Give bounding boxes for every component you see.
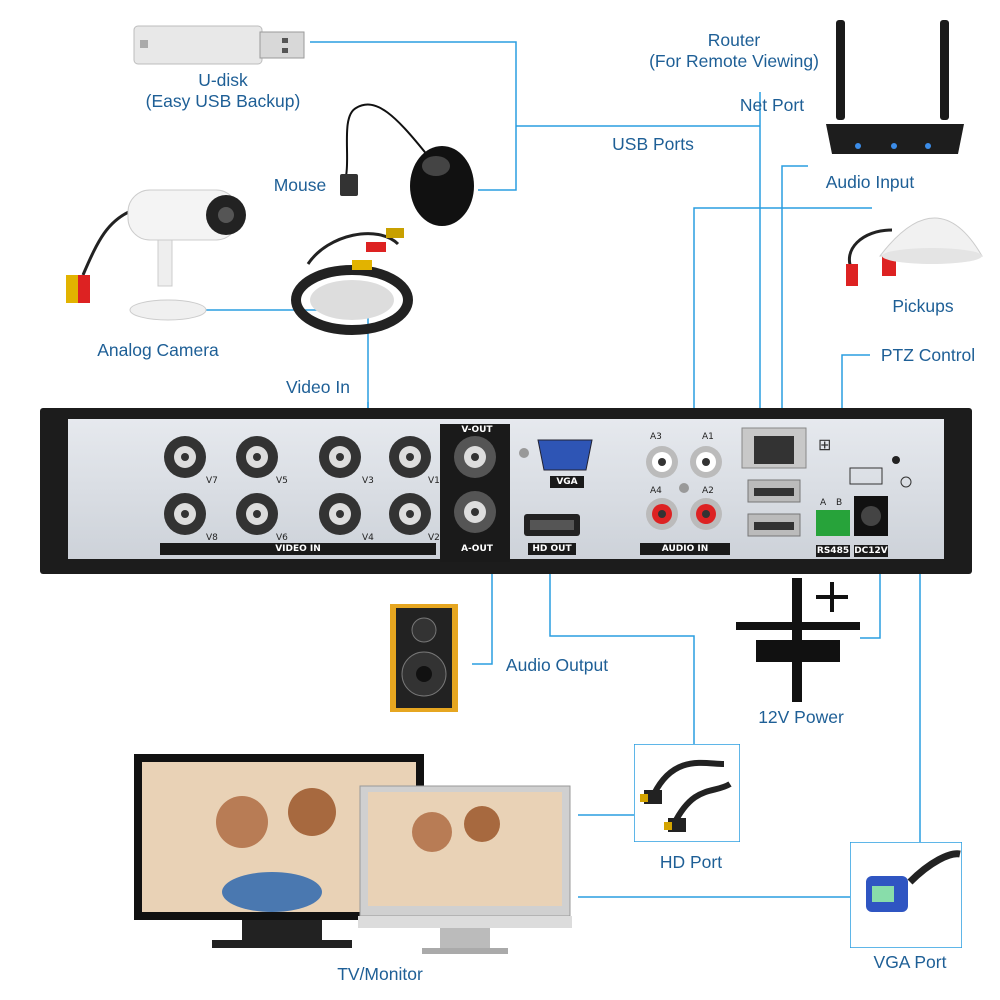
a-out-plate: A-OUT	[461, 544, 493, 554]
vga-port-label: VGA Port	[873, 952, 947, 972]
audio-output-label: Audio Output	[505, 655, 609, 675]
audio-a3: A3	[650, 432, 662, 442]
vga-plate: VGA	[550, 476, 584, 488]
rs485-plate: RS485	[816, 545, 850, 557]
speaker-icon	[390, 604, 458, 712]
hd-port-label: HD Port	[659, 852, 723, 872]
audio-a2: A2	[702, 486, 714, 496]
audio-a1: A1	[702, 432, 714, 442]
rs485-dc-ports: ⊞	[816, 437, 912, 536]
camera-icon	[66, 189, 246, 321]
channel-v8: V8	[206, 533, 218, 543]
channel-v6: V6	[276, 533, 288, 543]
udisk-label: U-disk(Easy USB Backup)	[145, 70, 301, 111]
hd-out-plate: HD OUT	[528, 543, 576, 555]
mouse-label: Mouse	[273, 175, 327, 195]
channel-v2: V2	[428, 533, 440, 543]
video-in-plate: VIDEO IN	[160, 543, 436, 555]
video-cable-icon	[291, 228, 413, 335]
usb-stick-icon	[133, 25, 305, 65]
audio-input-label: Audio Input	[825, 172, 915, 192]
battery-icon	[736, 578, 860, 702]
pickups-label: Pickups	[892, 296, 954, 316]
monitors-icon	[134, 754, 572, 954]
power-label: 12V Power	[758, 707, 844, 727]
video-in-label: Video In	[286, 377, 350, 397]
v-out-plate: V-OUT	[461, 425, 493, 435]
analog-camera-label: Analog Camera	[97, 340, 219, 360]
usb-ports-label: USB Ports	[612, 134, 694, 154]
bnc-connectors	[164, 424, 510, 562]
hdmi-cable-icon	[634, 744, 740, 842]
channel-v7: V7	[206, 476, 218, 486]
channel-v5: V5	[276, 476, 288, 486]
mouse-icon	[340, 103, 474, 226]
audio-a4: A4	[650, 486, 662, 496]
tv-monitor-label: TV/Monitor	[337, 964, 423, 984]
rs485-pin-a: A	[820, 498, 827, 508]
router-icon	[826, 20, 964, 154]
lan-usb-ports	[741, 427, 807, 537]
channel-v3: V3	[362, 476, 374, 486]
svg-text:⊞: ⊞	[818, 437, 831, 454]
channel-v4: V4	[362, 533, 374, 543]
dc12v-plate: DC12V	[854, 545, 888, 557]
vga-cable-icon	[850, 842, 962, 948]
ptz-control-label: PTZ Control	[880, 345, 976, 365]
channel-v1: V1	[428, 476, 440, 486]
audio-in-plate: AUDIO IN	[640, 543, 730, 555]
pickup-icon	[846, 217, 983, 286]
net-port-label: Net Port	[739, 95, 805, 115]
rs485-pin-b: B	[836, 498, 843, 508]
rca-audio-ports	[646, 446, 722, 530]
router-label: Router(For Remote Viewing)	[649, 30, 819, 71]
vga-hdmi-ports	[519, 439, 593, 536]
